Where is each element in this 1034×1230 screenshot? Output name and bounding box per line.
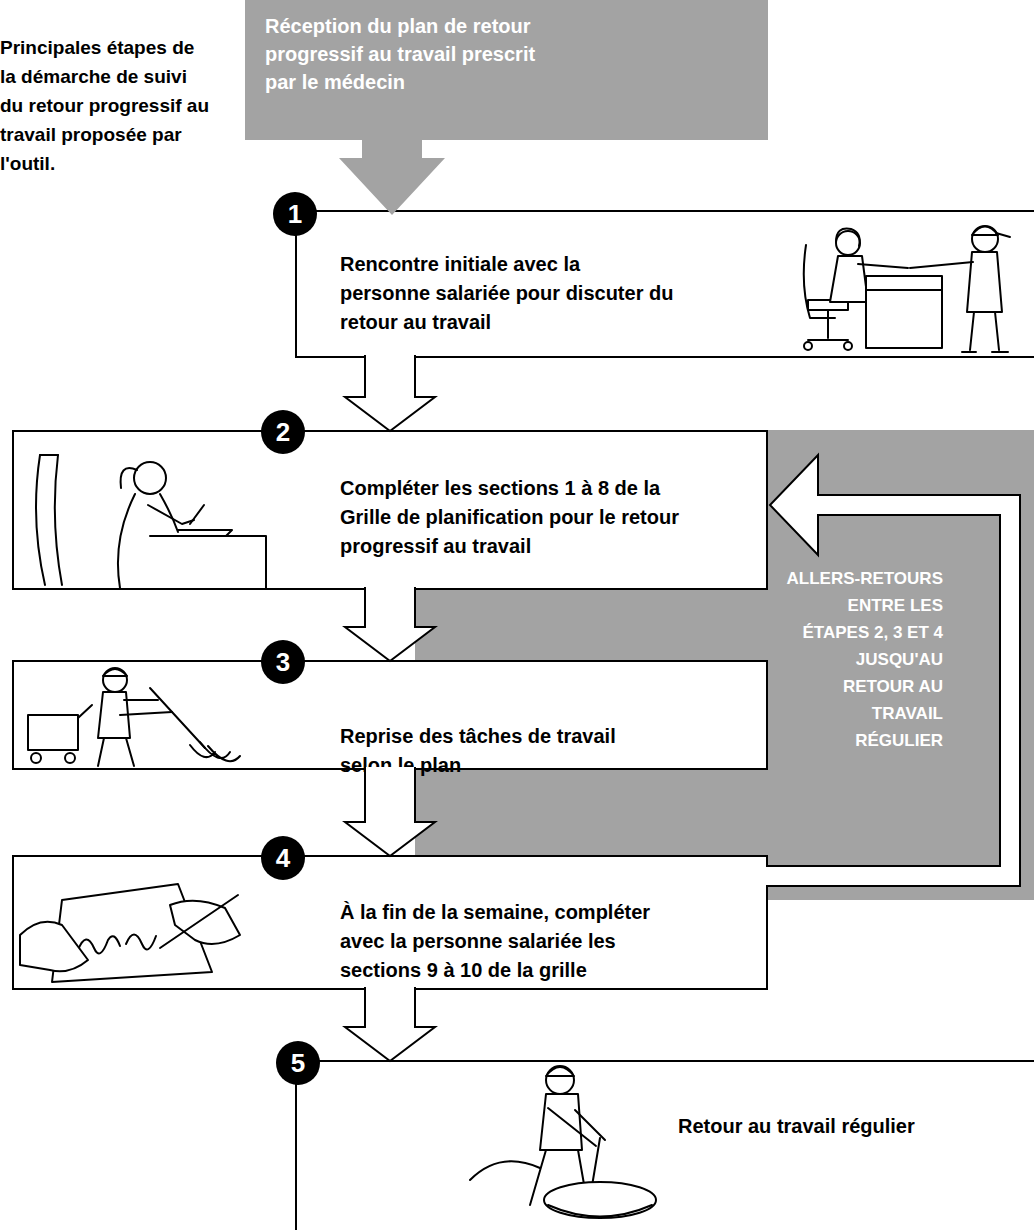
woman-body [830, 256, 868, 302]
pen [160, 895, 238, 948]
step-number: 2 [261, 410, 305, 454]
loop-label: ALLERS-RETOURS ENTRE LES ÉTAPES 2, 3 ET … [783, 565, 943, 754]
man-head [972, 226, 998, 252]
step-text: À la fin de la semaine, compléter avec l… [340, 898, 700, 985]
worker-arms [548, 1108, 605, 1146]
step-number: 3 [261, 640, 305, 684]
cart-wheel [65, 753, 75, 763]
woman-hair [836, 229, 860, 246]
step-number-circle: 5 [276, 1041, 320, 1085]
flow-arrow [345, 587, 435, 661]
chair-seat [808, 300, 848, 310]
step-box: Rencontre initiale avec la personne sala… [295, 210, 1034, 358]
step-text: Retour au travail régulier [678, 1112, 1008, 1141]
step-text: Reprise des tâches de travail selon le p… [340, 722, 670, 780]
polisher-brush [548, 1205, 652, 1217]
step-box: Retour au travail régulier5 [295, 1060, 1034, 1230]
cap-bill [996, 233, 1010, 237]
chair-back [804, 245, 835, 318]
man-cap [972, 227, 998, 236]
step-number: 5 [276, 1041, 320, 1085]
step-box: À la fin de la semaine, compléter avec l… [12, 855, 768, 990]
woman-back [118, 494, 135, 588]
chair-top [40, 454, 58, 456]
chair-back [55, 455, 62, 585]
man-legs [970, 312, 999, 350]
step-box: Reprise des tâches de travail selon le p… [12, 660, 768, 770]
polisher [544, 1182, 656, 1218]
step-number-circle: 2 [261, 410, 305, 454]
loop-arrow [766, 455, 1020, 886]
chair-wheel [844, 342, 852, 350]
step-text: Compléter les sections 1 à 8 de la Grill… [340, 474, 710, 561]
worker-cap [546, 1067, 574, 1076]
chair-base [808, 339, 848, 341]
desk [150, 536, 266, 588]
worker-legs [98, 738, 134, 766]
chair-back [36, 455, 45, 585]
source-box: Réception du plan de retour progressif a… [245, 0, 768, 140]
cord [470, 1161, 540, 1180]
worker-head [103, 668, 127, 692]
step-number: 4 [261, 836, 305, 880]
mopping-illustration [28, 668, 240, 766]
step-box: Compléter les sections 1 à 8 de la Grill… [12, 430, 768, 590]
paper [178, 530, 232, 536]
right-hand [170, 901, 240, 944]
woman-head [836, 231, 860, 255]
chair-wheel [804, 342, 812, 350]
flow-arrow [345, 987, 435, 1061]
worker-legs [530, 1150, 585, 1205]
polishing-illustration [470, 1066, 656, 1218]
left-hand [20, 922, 88, 972]
mop-head [190, 742, 240, 761]
step-text: Réception du plan de retour progressif a… [265, 12, 565, 96]
diagram-title: Principales étapes de la démarche de sui… [0, 33, 210, 178]
worker-body [540, 1094, 582, 1150]
cart-wheel [31, 753, 41, 763]
desk [866, 276, 942, 348]
pen [190, 505, 204, 524]
ponytail [121, 468, 137, 488]
flow-arrow [345, 355, 435, 431]
signing-illustration [20, 884, 240, 982]
desk-edge [866, 289, 942, 291]
worker-arms [120, 700, 172, 715]
step-text: Rencontre initiale avec la personne sala… [340, 250, 675, 337]
woman-arm [858, 264, 908, 268]
mop-stick [150, 688, 205, 748]
man-body [967, 252, 1002, 312]
woman-front [160, 494, 178, 532]
man-shoes [962, 351, 1008, 353]
paper [52, 884, 212, 982]
woman-head [134, 462, 166, 494]
machine-handle [592, 1138, 600, 1186]
man-arm [910, 262, 973, 268]
scribble [78, 935, 156, 954]
cart-handle [78, 705, 92, 718]
flow-arrow [345, 767, 435, 856]
worker-head [546, 1066, 574, 1094]
step-number-circle: 3 [261, 640, 305, 684]
worker-cap [103, 669, 127, 676]
chair-stem [827, 310, 829, 338]
handshake-illustration [804, 226, 1010, 352]
cart [28, 715, 78, 750]
flow-arrow [339, 139, 445, 215]
writing-illustration [36, 455, 266, 588]
woman-arm [148, 505, 194, 524]
worker-body [98, 692, 130, 738]
step-number: 1 [273, 192, 317, 236]
step-number-circle: 1 [273, 192, 317, 236]
step-number-circle: 4 [261, 836, 305, 880]
